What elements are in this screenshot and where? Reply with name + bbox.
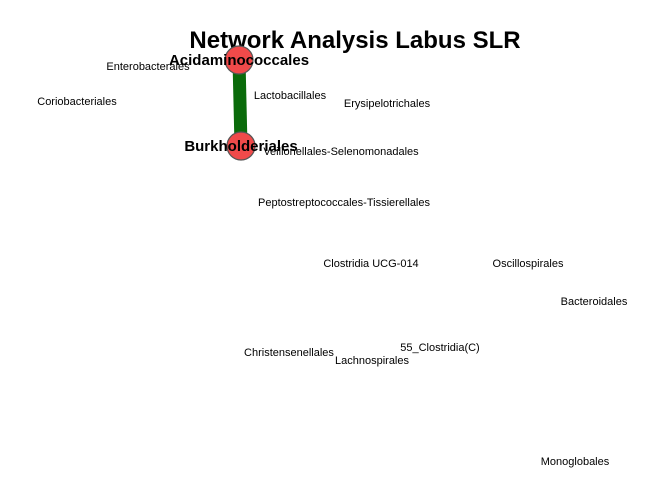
node-acidaminococcales (224, 45, 254, 75)
node-label-enterobacterales: Enterobacterales (106, 61, 190, 73)
node-label-peptostreptococcales-tissierellales: Peptostreptococcales-Tissierellales (258, 197, 430, 209)
node-label-christensenellales: Christensenellales (244, 347, 334, 359)
node-label-lachnospirales: Lachnospirales (335, 355, 409, 367)
node-label-veillonellales-selenomonadales: Veillonellales-Selenomonadales (263, 146, 419, 158)
node-label-acidaminococcales: Acidaminococcales (169, 52, 309, 69)
node-label-clostridia-ucg-014: Clostridia UCG-014 (323, 258, 418, 270)
node-label-55-clostridia-c: 55_Clostridia(C) (400, 342, 479, 354)
node-label-oscillospirales: Oscillospirales (493, 258, 564, 270)
node-label-monoglobales: Monoglobales (541, 456, 610, 468)
node-label-lactobacillales: Lactobacillales (254, 90, 327, 102)
node-label-burkholderiales: Burkholderiales (184, 138, 297, 155)
nodes-layer (224, 45, 256, 161)
node-label-erysipelotrichales: Erysipelotrichales (344, 98, 431, 110)
node-burkholderiales (226, 131, 256, 161)
node-label-bacteroidales: Bacteroidales (561, 296, 628, 308)
node-label-coriobacteriales: Coriobacteriales (37, 96, 117, 108)
